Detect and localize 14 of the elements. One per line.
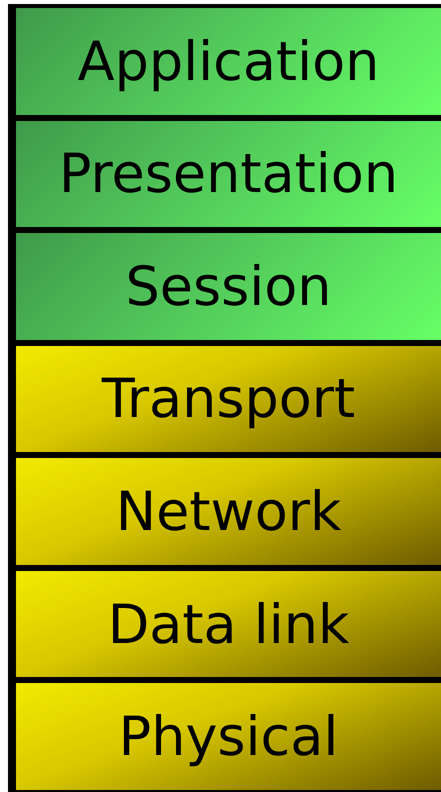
layer-label: Application xyxy=(78,30,380,93)
layer-box xyxy=(16,683,441,790)
layer-label: Data link xyxy=(108,592,350,656)
layer-box xyxy=(16,120,441,228)
layer-box xyxy=(16,570,441,678)
layer-label: Session xyxy=(125,254,332,318)
layer-box xyxy=(16,8,441,115)
layer-box xyxy=(16,346,441,452)
layer-label: Transport xyxy=(102,367,356,430)
layer-box xyxy=(16,233,441,340)
layer-label: Network xyxy=(116,480,342,544)
layer-box xyxy=(16,458,441,565)
layer-label: Presentation xyxy=(58,142,398,206)
layer-label: Physical xyxy=(118,705,338,768)
